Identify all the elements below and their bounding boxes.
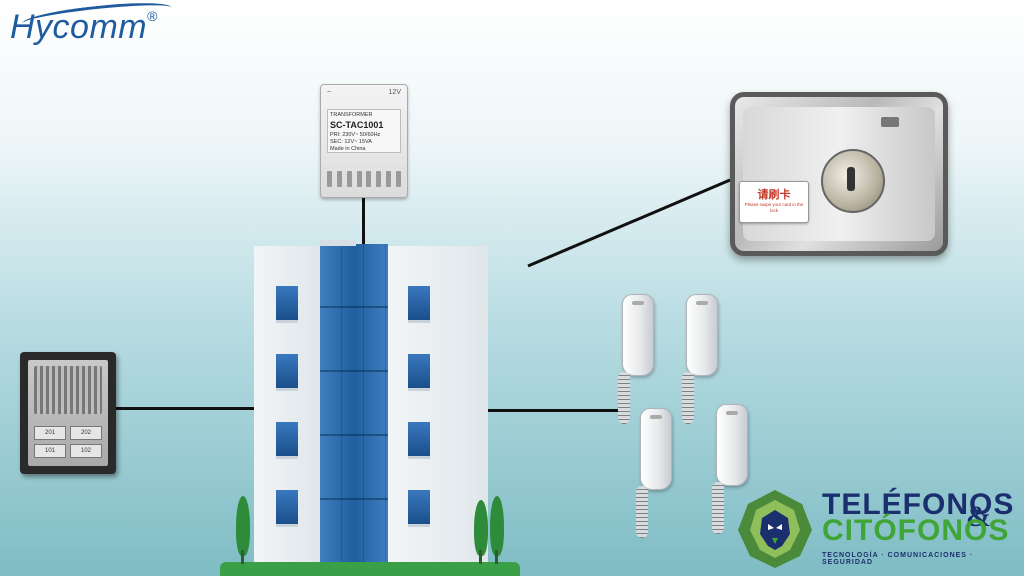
call-button-102[interactable]: 102 (70, 444, 102, 458)
transformer-line2: SEC: 12V~ 15VA (330, 139, 372, 145)
window (408, 490, 430, 527)
lock-card-sticker: 请刷卡 Please swipe your card in the lock (739, 181, 809, 223)
building-right-wing (388, 246, 488, 566)
electric-lock: 请刷卡 Please swipe your card in the lock (730, 92, 948, 256)
handset-cord (636, 486, 648, 538)
transformer-device: ~ 12V TRANSFORMER SC-TAC1001 PRI: 230V~ … (320, 84, 408, 198)
hycomm-logo: Hycomm® (10, 8, 158, 47)
building-glass-tower (320, 244, 388, 566)
terminal-right-label: 12V (388, 89, 401, 96)
logo-text: Hycomm (10, 8, 148, 46)
transformer-model: SC-TAC1001 (330, 120, 384, 130)
card-sticker-en: Please swipe your card in the lock (744, 202, 804, 213)
tree-icon (474, 500, 488, 556)
window (408, 286, 430, 323)
roof-cap (320, 240, 356, 246)
wire-transformer-building (362, 196, 365, 254)
lock-slot (881, 117, 899, 127)
handset-icon (686, 294, 718, 376)
transformer-terminals: ~ 12V (327, 89, 401, 105)
window (408, 354, 430, 391)
handset-cord (682, 372, 694, 424)
brand-citofonos: CITÓFONOS (822, 514, 1010, 547)
card-sticker-cn: 请刷卡 (757, 189, 791, 201)
handset-icon (640, 408, 672, 490)
brand-ampersand: & (966, 500, 991, 533)
window (276, 422, 298, 459)
brand-tagline: TECNOLOGÍA · COMUNICACIONES · SEGURIDAD (822, 552, 974, 566)
tree-icon (490, 496, 504, 556)
transformer-heading: TRANSFORMER (330, 112, 373, 118)
tree-trunk (241, 550, 244, 564)
handset-icon (716, 404, 748, 486)
handset-icon (622, 294, 654, 376)
tree-icon (236, 496, 250, 556)
keyhole-icon (847, 167, 855, 191)
building (254, 240, 488, 566)
registered-mark: ® (147, 8, 158, 24)
brand-telefonos: TELÉFONOS (822, 488, 1015, 521)
call-button-101[interactable]: 101 (34, 444, 66, 458)
tree-trunk (479, 550, 482, 564)
lion-logo-icon (738, 490, 812, 568)
window (408, 422, 430, 459)
panel-faceplate: 201 202 101 102 (28, 360, 108, 466)
handset-cord (618, 372, 630, 424)
transformer-label: TRANSFORMER SC-TAC1001 PRI: 230V~ 50/60H… (327, 109, 401, 153)
door-entry-panel: 201 202 101 102 (20, 352, 116, 474)
ground-grass (220, 562, 520, 576)
window (276, 286, 298, 323)
transformer-line1: PRI: 230V~ 50/60Hz (330, 132, 381, 138)
tree-trunk (495, 550, 498, 564)
call-button-202[interactable]: 202 (70, 426, 102, 440)
wire-building-handsets (488, 409, 626, 412)
window (276, 354, 298, 391)
handset-cord (712, 482, 724, 534)
speaker-grille-icon (34, 366, 102, 414)
wire-panel-building (116, 407, 256, 410)
call-button-201[interactable]: 201 (34, 426, 66, 440)
transformer-vents (327, 171, 401, 189)
transformer-origin: Made in China (330, 146, 366, 152)
window (276, 490, 298, 527)
wire-lock (527, 178, 731, 268)
panel-buttons: 201 202 101 102 (34, 426, 102, 458)
terminal-left-label: ~ (327, 89, 332, 96)
